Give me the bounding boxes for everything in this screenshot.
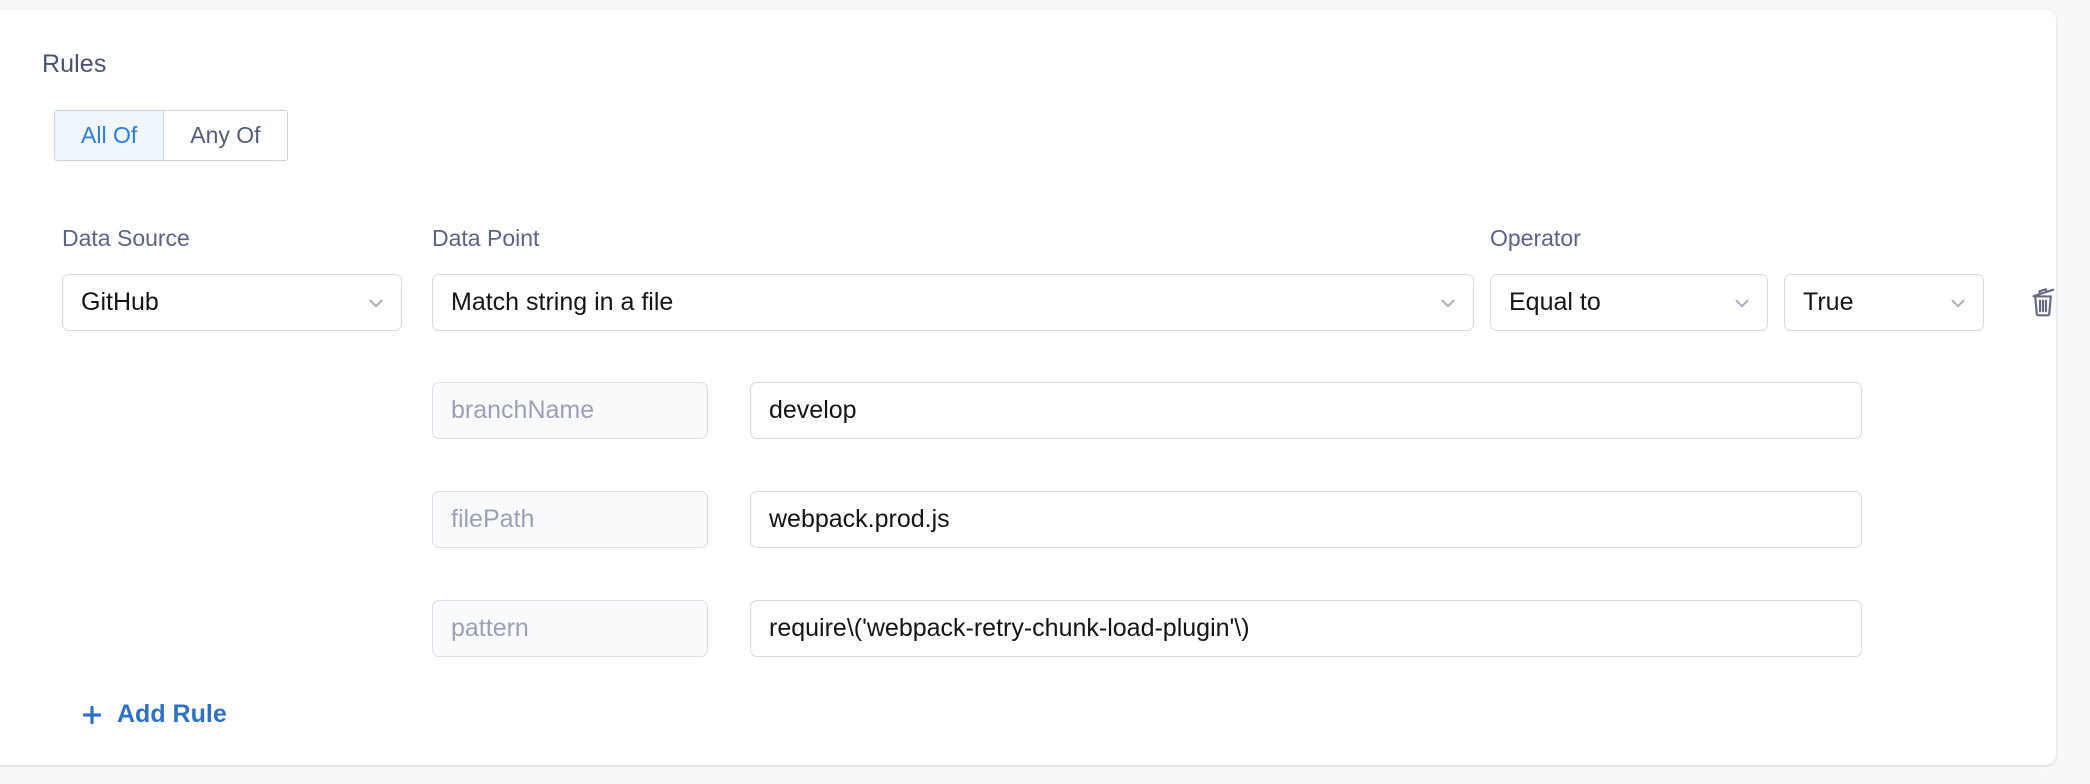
chevron-down-icon: [1437, 292, 1459, 314]
operator-select[interactable]: Equal to: [1490, 274, 1768, 331]
trash-icon: [2028, 285, 2058, 320]
operator-value: Equal to: [1509, 288, 1601, 316]
data-source-select[interactable]: GitHub: [62, 274, 402, 331]
chevron-down-icon: [1731, 292, 1753, 314]
operand-value: True: [1803, 288, 1854, 316]
add-rule-button[interactable]: Add Rule: [80, 700, 227, 729]
operand-select[interactable]: True: [1784, 274, 1984, 331]
parameter-value-input[interactable]: webpack.prod.js: [750, 491, 1862, 548]
toggle-all-of[interactable]: All Of: [54, 110, 165, 161]
plus-icon: [80, 703, 104, 727]
data-source-value: GitHub: [81, 288, 159, 316]
parameter-name-field[interactable]: pattern: [432, 600, 708, 657]
data-point-select[interactable]: Match string in a file: [432, 274, 1474, 331]
data-point-label: Data Point: [432, 225, 540, 251]
parameter-value-input[interactable]: develop: [750, 382, 1862, 439]
page-title: Rules: [42, 50, 107, 78]
parameter-name-field[interactable]: filePath: [432, 491, 708, 548]
toggle-any-of[interactable]: Any Of: [164, 110, 288, 161]
chevron-down-icon: [1947, 292, 1969, 314]
data-source-label: Data Source: [62, 225, 190, 251]
parameter-value-input[interactable]: require\('webpack-retry-chunk-load-plugi…: [750, 600, 1862, 657]
operator-label: Operator: [1490, 225, 1581, 251]
add-rule-label: Add Rule: [117, 700, 227, 728]
data-point-value: Match string in a file: [451, 288, 674, 316]
delete-rule-button[interactable]: [2017, 276, 2069, 328]
chevron-down-icon: [365, 292, 387, 314]
parameter-name-field[interactable]: branchName: [432, 382, 708, 439]
rules-card: Rules All Of Any Of Data Source Data Poi…: [0, 10, 2056, 765]
match-type-toggle-group: All Of Any Of: [54, 110, 288, 161]
